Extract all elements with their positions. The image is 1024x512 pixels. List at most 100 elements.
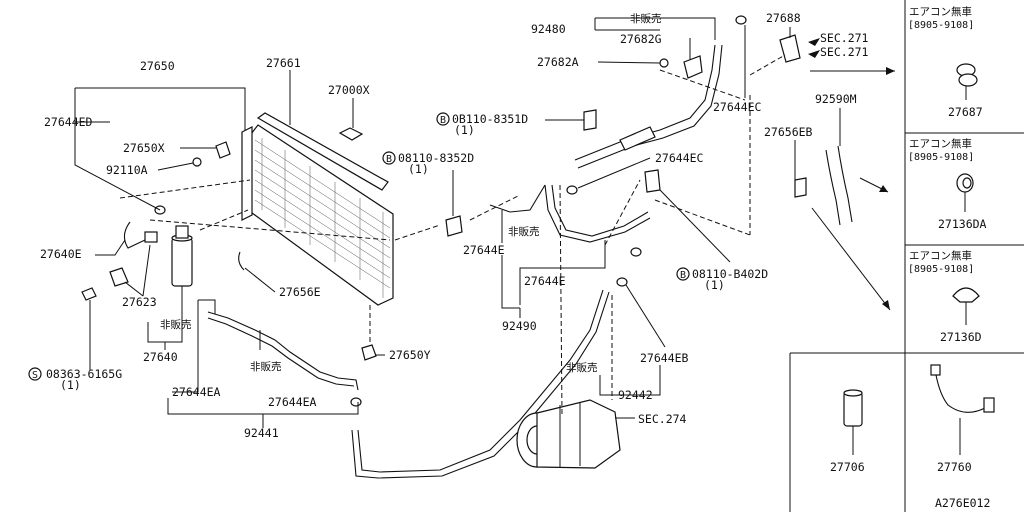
label-27640: 27640 (143, 350, 178, 364)
panel-1-range: [8905-9108] (908, 20, 974, 31)
label-27650X: 27650X (123, 141, 165, 155)
label-92442: 92442 (618, 388, 653, 402)
label-92110A: 92110A (106, 163, 148, 177)
label-27644E-1: 27644E (463, 243, 505, 257)
note-not-sold-3: 非販売 (508, 225, 540, 238)
label-27644E-2: 27644E (524, 274, 566, 288)
circle-mark-b-2-letter: B (440, 115, 446, 126)
arrow-sec271-2 (808, 50, 820, 58)
label-27656E: 27656E (279, 285, 321, 299)
condenser-fins (254, 138, 391, 298)
circle-mark-b-1-letter: B (386, 154, 392, 165)
circle-mark-b-1 (382, 151, 396, 165)
label-27136DA: 27136DA (938, 217, 987, 231)
label-27650: 27650 (140, 59, 175, 73)
diagram-id: A276E012 (935, 496, 990, 510)
circle-mark-s-1 (28, 367, 42, 381)
oring-27644EA-drawing (350, 397, 362, 407)
harness-27760-drawing (930, 364, 995, 455)
fittings-right (350, 15, 807, 407)
label-08110-8352D: 08110-8352D (398, 151, 474, 165)
dashed-lines (119, 54, 786, 416)
note-not-sold-5: 非販売 (566, 361, 598, 374)
receiver-drier-drawing (171, 237, 193, 287)
hose-92490-c (489, 184, 546, 213)
label-92441: 92441 (244, 426, 279, 440)
label-27682G: 27682G (620, 32, 662, 46)
receiver-27706-drawing (843, 389, 863, 455)
pipe-92442-a (357, 289, 604, 473)
part-labels: 27650 27661 27000X 27644ED 27650X 92110A… (40, 11, 869, 440)
condenser-assembly (241, 112, 394, 361)
oring-27644E-drawing (630, 247, 642, 257)
oring-27644EC-drawing (735, 15, 747, 25)
panel-2-range: [8905-9108] (908, 152, 974, 163)
label-08110-B402D-qty: (1) (704, 278, 725, 292)
label-27640E: 27640E (40, 247, 82, 261)
circle-mark-b-2 (436, 112, 450, 126)
bushing-27650Y-drawing (361, 344, 377, 361)
label-sec271-1: SEC.271 (820, 31, 869, 45)
note-not-sold-2: 非販売 (250, 360, 282, 373)
label-sec274: SEC.274 (638, 412, 687, 426)
bracket-27623-drawing (109, 267, 129, 287)
hose-92590M-b (837, 145, 853, 223)
label-27644ED: 27644ED (44, 115, 93, 129)
label-08110-B402D: 08110-B402D (692, 267, 768, 281)
bolt-92110A-drawing (192, 157, 202, 167)
side-panels: エアコン無車 [8905-9108] エアコン無車 [8905-9108] エア… (789, 0, 1024, 512)
pipe-92441-a (207, 311, 359, 391)
hose-92480-b (577, 44, 723, 169)
grommet-27136D-drawing (952, 287, 980, 325)
label-27644EB: 27644EB (640, 351, 689, 365)
panel-3-title: エアコン無車 (909, 249, 972, 262)
label-08110-8352D-qty: (1) (408, 162, 429, 176)
arrow-panel-3 (811, 207, 891, 311)
label-27682A: 27682A (537, 55, 579, 69)
muffler-92480-drawing (619, 126, 656, 151)
bolt-08110-8352D-drawing (445, 215, 463, 237)
label-08363-qty: (1) (60, 378, 81, 392)
fitting-27688-drawing (779, 34, 801, 63)
cap-27687-drawing (956, 63, 978, 100)
bolt-27682A-drawing (659, 58, 669, 68)
label-27656EB: 27656EB (764, 125, 813, 139)
hose-92490-b (551, 184, 649, 237)
label-27623: 27623 (122, 295, 157, 309)
label-27661: 27661 (266, 56, 301, 70)
panel-3-range: [8905-9108] (908, 264, 974, 275)
clip-27656EB-drawing (794, 177, 807, 198)
oring-27644EB-drawing (616, 277, 628, 287)
label-27136D: 27136D (940, 330, 982, 344)
clip-27650X-drawing (215, 141, 231, 159)
bolt-0B110-drawing (583, 109, 597, 131)
panel-2-title: エアコン無車 (909, 137, 972, 150)
hose-92590M-a (825, 149, 841, 226)
label-27650Y: 27650Y (389, 348, 431, 362)
label-92590M: 92590M (815, 92, 857, 106)
pipe-92442-b (351, 291, 610, 479)
bracket-27682G-drawing (683, 55, 703, 79)
circle-marks: B B B S (28, 112, 690, 381)
leader-lines (74, 17, 841, 428)
label-0B110-8351D: 0B110-8351D (452, 112, 528, 126)
compressor-drawing (516, 399, 621, 469)
label-27706: 27706 (830, 460, 865, 474)
bolt-08110-B402D-drawing (644, 169, 661, 193)
label-08363: 08363-6165G (46, 367, 122, 381)
label-92480: 92480 (531, 22, 566, 36)
harness-27640E-drawing (123, 221, 146, 249)
hose-92490-a (544, 184, 651, 243)
label-0B110-8351D-qty: (1) (454, 123, 475, 137)
circle-mark-s-1-letter: S (32, 370, 38, 381)
receiver-drier-group (81, 141, 245, 301)
seal-27661-drawing (256, 112, 389, 191)
label-27644EC-2: 27644EC (655, 151, 704, 165)
arrows (808, 38, 895, 311)
label-27644EA-1: 27644EA (172, 385, 221, 399)
label-27000X: 27000X (328, 83, 370, 97)
label-27644EA-2: 27644EA (268, 395, 317, 409)
label-sec271-2: SEC.271 (820, 45, 869, 59)
